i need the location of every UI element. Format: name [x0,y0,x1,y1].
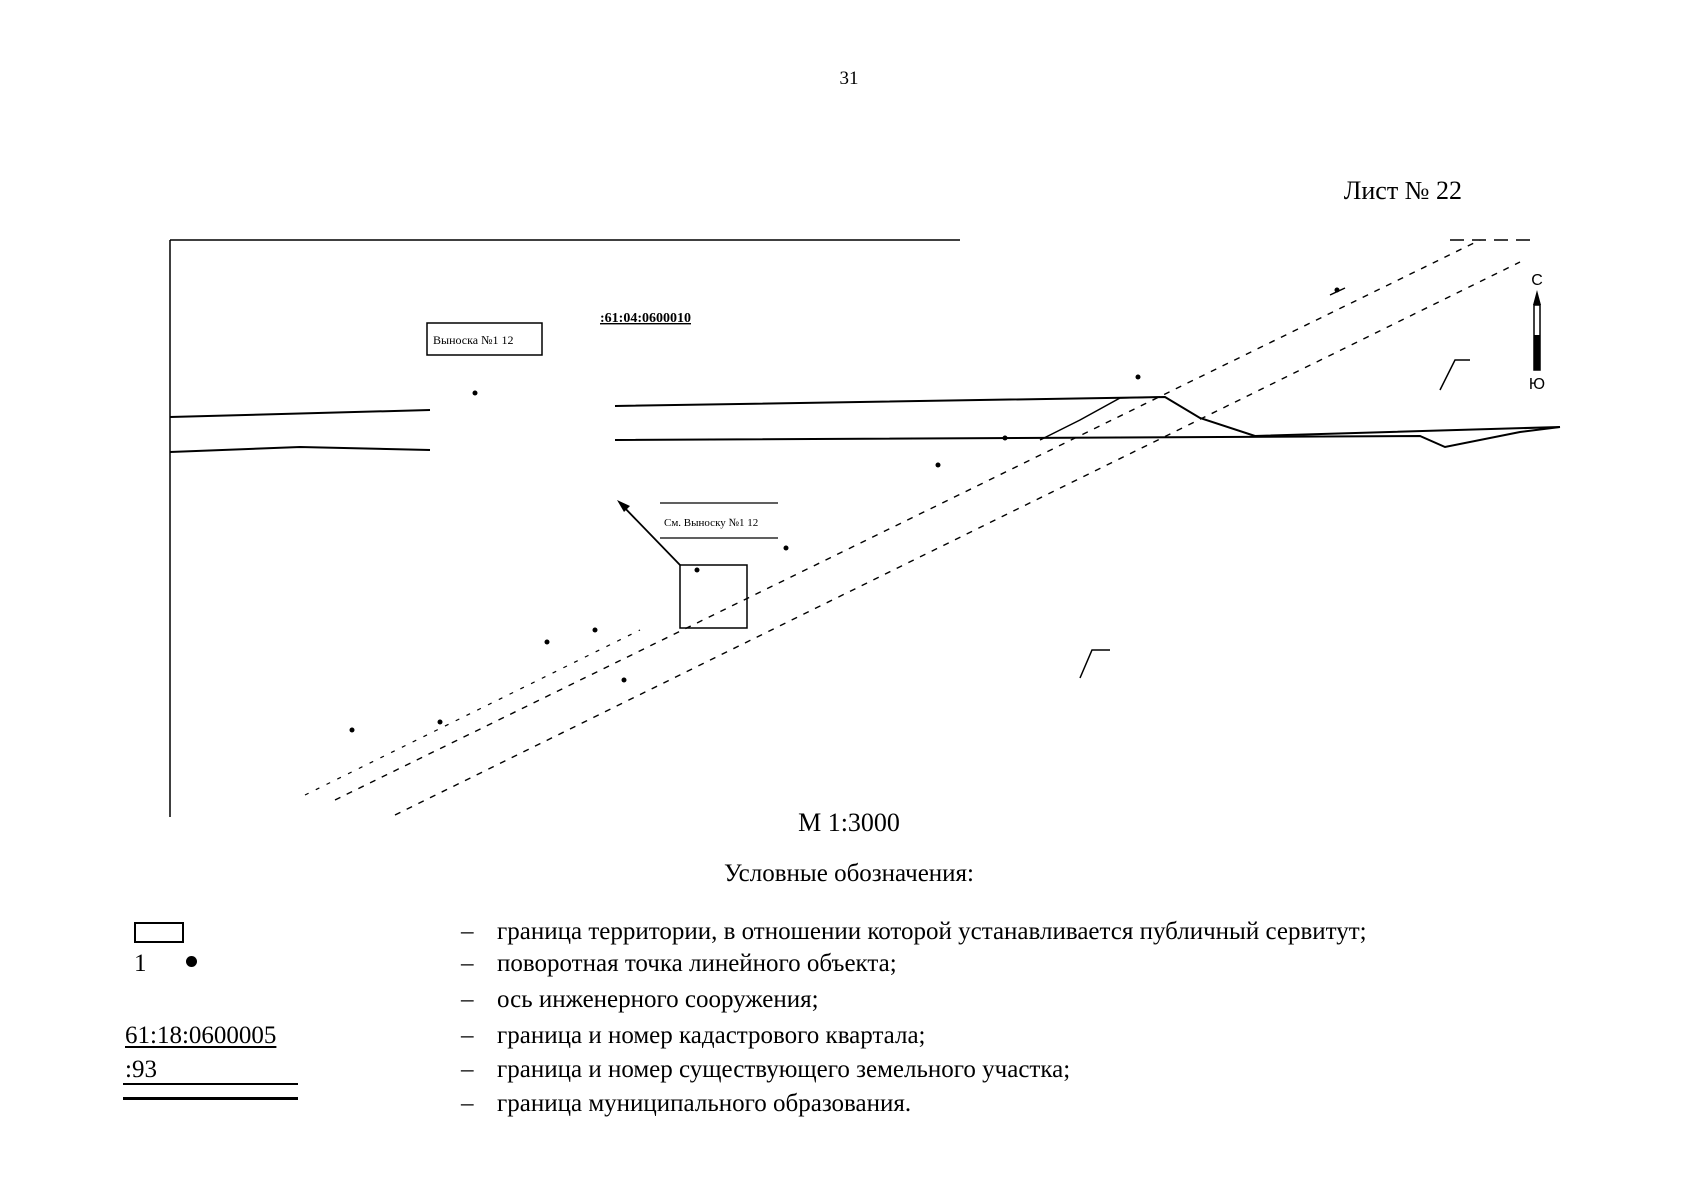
map-drawing: Выноска №1 12 :61:04:0600010 См. Выноску… [169,239,1561,817]
turn-point [592,627,598,633]
turn-point [1002,435,1008,441]
cadastral-quarter-label: :61:04:0600010 [600,311,691,326]
legend-dash: – [461,1022,474,1049]
north-arrow-icon [1533,290,1541,305]
callout-ref-leader [619,502,681,566]
legend-row-turn-point: – поворотная точка линейного объекта; [0,950,1698,984]
legend-row-servitude: – граница территории, в отношении которо… [0,918,1698,952]
legend-row-axis: – ось инженерного сооружения; [0,986,1698,1020]
callout-box-label: Выноска №1 12 [433,333,514,347]
legend-text: ось инженерного сооружения; [497,986,819,1013]
callout-box [426,322,543,356]
legend-symbol-quarter-number: 61:18:0600005 [125,1022,277,1049]
turn-points [349,287,1340,733]
turn-point [1334,287,1340,293]
legend-text: граница муниципального образования. [497,1090,912,1117]
legend-dash: – [461,1090,474,1117]
turn-point [437,719,443,725]
legend-text: граница и номер существующего земельного… [497,1056,1071,1083]
legend-text: поворотная точка линейного объекта; [497,950,897,977]
legend-row-quarter: 61:18:0600005 – граница и номер кадастро… [0,1022,1698,1056]
legend-row-parcel: :93 – граница и номер существующего земе… [0,1056,1698,1090]
legend-text: граница и номер кадастрового квартала; [497,1022,926,1049]
legend-symbol-point-dot [186,956,197,967]
turn-point [694,567,700,573]
sheet-label: Лист № 22 [1343,176,1462,205]
callout-ref-label: См. Выноску №1 12 [664,517,758,529]
legend-title: Условные обозначения: [723,860,975,887]
map-scale: М 1:3000 [798,808,900,837]
south-label: Ю [1529,376,1545,393]
legend-text: граница территории, в отношении которой … [497,918,1367,945]
turn-point [472,390,478,396]
legend-symbol-parcel-line [123,1083,298,1085]
north-label: С [1531,272,1543,289]
parcel-leader-1 [1439,359,1470,391]
road-ramp [1039,396,1161,441]
road-right-lower [614,426,1561,449]
turn-point [1135,374,1141,380]
legend-dash: – [461,1056,474,1083]
legend-symbol-municipal-line [123,1097,298,1100]
north-arrow-fill [1534,335,1540,370]
parcel-leader-2 [1079,649,1110,679]
legend-dash: – [461,918,474,945]
turn-point [783,545,789,551]
road-right-upper [614,395,1561,438]
turn-point [349,727,355,733]
legend-dash: – [461,986,474,1013]
page-number: 31 [839,68,859,89]
axis-line-3 [304,629,641,796]
legend-symbol-point-number: 1 [134,950,147,977]
turn-point [935,462,941,468]
road-left-lower [169,445,431,453]
legend-symbol-boundary-rect [134,922,184,943]
turn-point [544,639,550,645]
legend-dash: – [461,950,474,977]
axis-line-1 [334,239,1481,801]
turn-point [621,677,627,683]
callout-ref-arrowhead [617,500,630,512]
axis-line-2 [394,261,1521,816]
road-left-upper [169,409,431,418]
detail-square [679,564,748,629]
legend-symbol-parcel-number: :93 [125,1056,157,1083]
legend-row-municipal: – граница муниципального образования. [0,1090,1698,1124]
